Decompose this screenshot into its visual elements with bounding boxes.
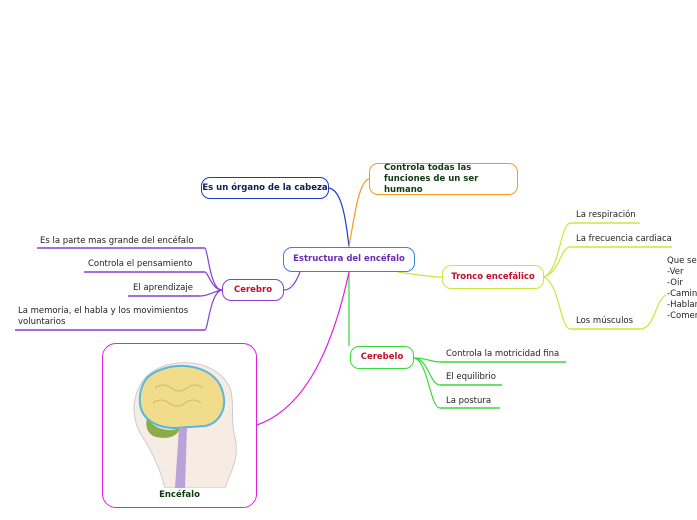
- cerebro-item[interactable]: Controla el pensamiento: [88, 259, 193, 269]
- note-line: -Oir: [667, 278, 683, 288]
- image-topic[interactable]: Encéfalo: [102, 343, 257, 508]
- central-topic[interactable]: Estructura del encéfalo: [283, 247, 415, 272]
- cerebelo-item[interactable]: Controla la motricidad fina: [446, 349, 560, 359]
- cerebro-item[interactable]: Es la parte mas grande del encéfalo: [40, 236, 194, 246]
- note-line: -Ver: [667, 267, 684, 277]
- note-line: Que se: [667, 256, 697, 266]
- tronco-item[interactable]: Los músculos: [576, 316, 634, 326]
- topic-cerebro[interactable]: Cerebro: [222, 279, 284, 301]
- tronco-item[interactable]: La frecuencia cardiaca: [576, 234, 672, 244]
- brain-illustration: [133, 362, 237, 488]
- image-caption: Encéfalo: [159, 490, 200, 500]
- topic-organo[interactable]: Es un órgano de la cabeza: [201, 177, 329, 199]
- cerebro-item[interactable]: El aprendizaje: [133, 283, 193, 293]
- tronco-note[interactable]: Que se -Ver -Oir -Camin -Hablar -Comer: [667, 256, 697, 322]
- tronco-item[interactable]: La respiración: [576, 210, 636, 220]
- cerebelo-item[interactable]: El equilibrio: [446, 372, 496, 382]
- cerebro-item[interactable]: La memoria, el habla y los movimientos v…: [18, 306, 189, 327]
- note-line: -Camin: [667, 289, 697, 299]
- topic-tronco[interactable]: Tronco encefálico: [442, 265, 544, 289]
- cerebelo-item[interactable]: La postura: [446, 396, 492, 406]
- note-line: -Comer: [667, 311, 697, 321]
- topic-funciones[interactable]: Controla todas las funciones de un ser h…: [369, 163, 518, 195]
- topic-cerebelo[interactable]: Cerebelo: [350, 346, 414, 369]
- note-line: -Hablar: [667, 300, 697, 310]
